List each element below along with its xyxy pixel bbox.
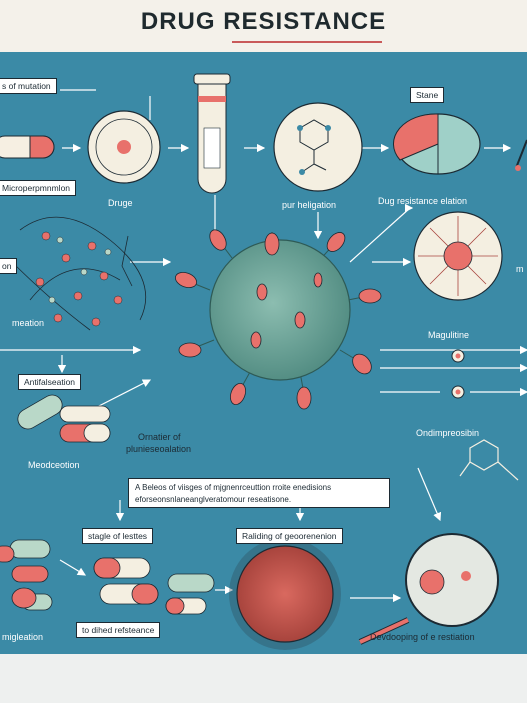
molecule-dish-icon [273,102,363,192]
resistant-cell-icon [229,538,341,650]
label-micro-box: Microperpmnmlon [0,180,77,196]
label-on-box: on [0,258,18,274]
petri-dish-icon [87,110,161,184]
label-raliding-box: Raliding of geoorenenion [236,528,343,544]
capsule-icon [0,135,55,159]
label-antifalseation-box: Antifalseation [18,374,82,390]
label-ornatier: Ornatier of [138,432,181,442]
label-to-dihed-box: to dihed refsteance [76,622,161,638]
split-pill-icon [393,113,481,175]
magnified-cell-icon [413,211,503,301]
note-line-1: A Beleos of viisges of mjgnenrceuttion r… [135,483,332,492]
label-plunieseoalation: plunieseoalation [126,444,192,454]
label-magulitine: Magulitine [428,330,470,340]
pill-cluster-icon [0,539,53,611]
label-right-m: m [516,264,524,274]
magnifier-icon [358,533,499,645]
footer-strip [0,654,527,703]
label-mutation-box: s of mutation [0,78,57,94]
label-migleation: migleation [2,632,44,642]
flow-arrows [0,89,527,603]
page-title: DRUG RESISTANCE [140,8,387,35]
test-tube-icon [193,73,231,194]
label-pur-heligation: pur heligation [282,200,337,210]
note-line-2: eforseonsnlaneanglveratomour reseatisone… [135,495,292,504]
virus-illustration [174,229,382,410]
pipette-icon [515,139,527,171]
label-stagle-box: stagle of lesttes [82,528,154,544]
capsule-group-icon [17,394,111,443]
title-underline [232,41,382,43]
label-meodceotion: Meodceotion [28,460,80,470]
bacteria-network-icon [9,216,147,331]
mixed-pills-icon [93,557,215,615]
label-ondimpreosibin: Ondimpreosibin [416,428,480,438]
chemical-structure-icon [459,439,519,481]
label-drug-resistance-elation: Dug resistance elation [378,196,468,206]
explanation-note: A Beleos of viisges of mjgnenrceuttion r… [128,478,390,508]
label-drugs: Druge [108,198,133,208]
label-state-box: Stane [410,87,445,103]
label-meation: meation [12,318,45,328]
label-devdooping: Devdooping of e restiation [370,632,475,642]
